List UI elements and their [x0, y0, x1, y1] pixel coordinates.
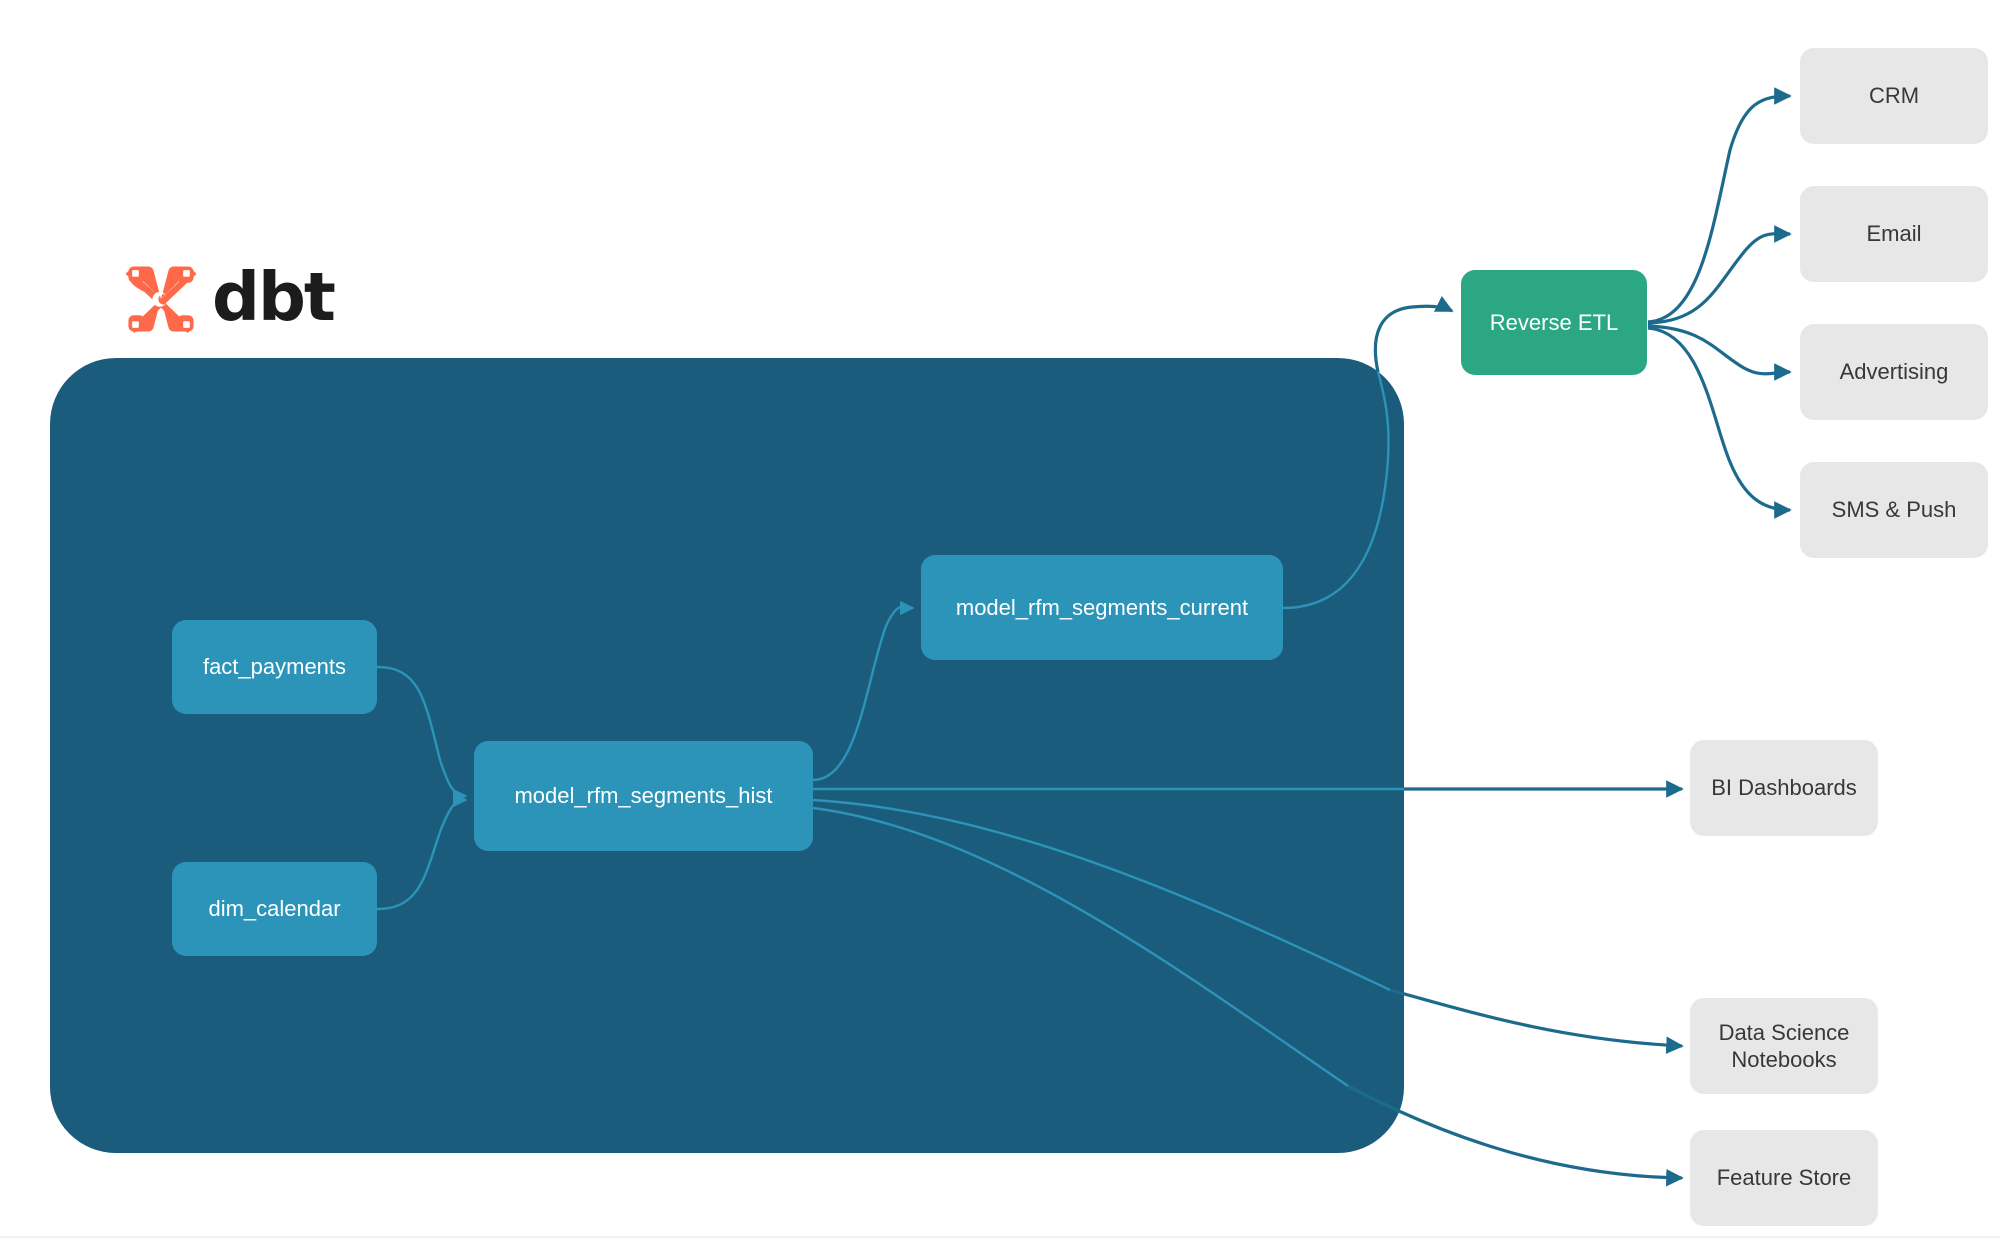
node-model-rfm-segments-current[interactable]: model_rfm_segments_current [921, 555, 1283, 660]
node-feature-store[interactable]: Feature Store [1690, 1130, 1878, 1226]
node-label: model_rfm_segments_hist [514, 783, 773, 809]
dbt-logo: dbt [124, 257, 336, 336]
edge-reverse-etl-to-sms-push [1647, 326, 1792, 519]
node-advertising[interactable]: Advertising [1800, 324, 1988, 420]
node-model-rfm-segments-hist[interactable]: model_rfm_segments_hist [474, 741, 813, 851]
node-label-line1: Data Science [1718, 1019, 1850, 1045]
node-label: CRM [1868, 83, 1920, 109]
node-crm[interactable]: CRM [1800, 48, 1988, 144]
node-data-science-notebooks[interactable]: Data Science Notebooks [1690, 998, 1878, 1094]
node-label-line2: Notebooks [1731, 1047, 1837, 1072]
node-label: Feature Store [1716, 1165, 1852, 1191]
node-label: dim_calendar [208, 896, 341, 922]
dbt-wordmark: dbt [212, 257, 336, 336]
node-label: Reverse ETL [1489, 309, 1619, 335]
node-fact-payments[interactable]: fact_payments [172, 620, 377, 714]
node-label: Email [1866, 221, 1922, 247]
edge-to-ds-notebooks [1389, 988, 1684, 1055]
node-sms-push[interactable]: SMS & Push [1800, 462, 1988, 558]
node-label: model_rfm_segments_current [955, 594, 1249, 620]
node-dim-calendar[interactable]: dim_calendar [172, 862, 377, 956]
edge-reverse-etl-to-email [1647, 225, 1792, 325]
node-label: Advertising [1839, 359, 1949, 385]
edge-reverse-etl-to-crm [1647, 87, 1792, 324]
node-label: Data Science Notebooks [1719, 1019, 1850, 1074]
node-label: fact_payments [202, 654, 347, 680]
edge-to-reverse-etl [1373, 296, 1454, 373]
node-label: BI Dashboards [1711, 775, 1857, 801]
bottom-divider [0, 1236, 2000, 1238]
dbt-logo-mark-icon [125, 266, 197, 334]
node-bi-dashboards[interactable]: BI Dashboards [1690, 740, 1878, 836]
node-email[interactable]: Email [1800, 186, 1988, 282]
node-reverse-etl[interactable]: Reverse ETL [1461, 270, 1647, 375]
edge-reverse-etl-to-advertising [1647, 324, 1792, 381]
node-label: SMS & Push [1831, 497, 1957, 523]
